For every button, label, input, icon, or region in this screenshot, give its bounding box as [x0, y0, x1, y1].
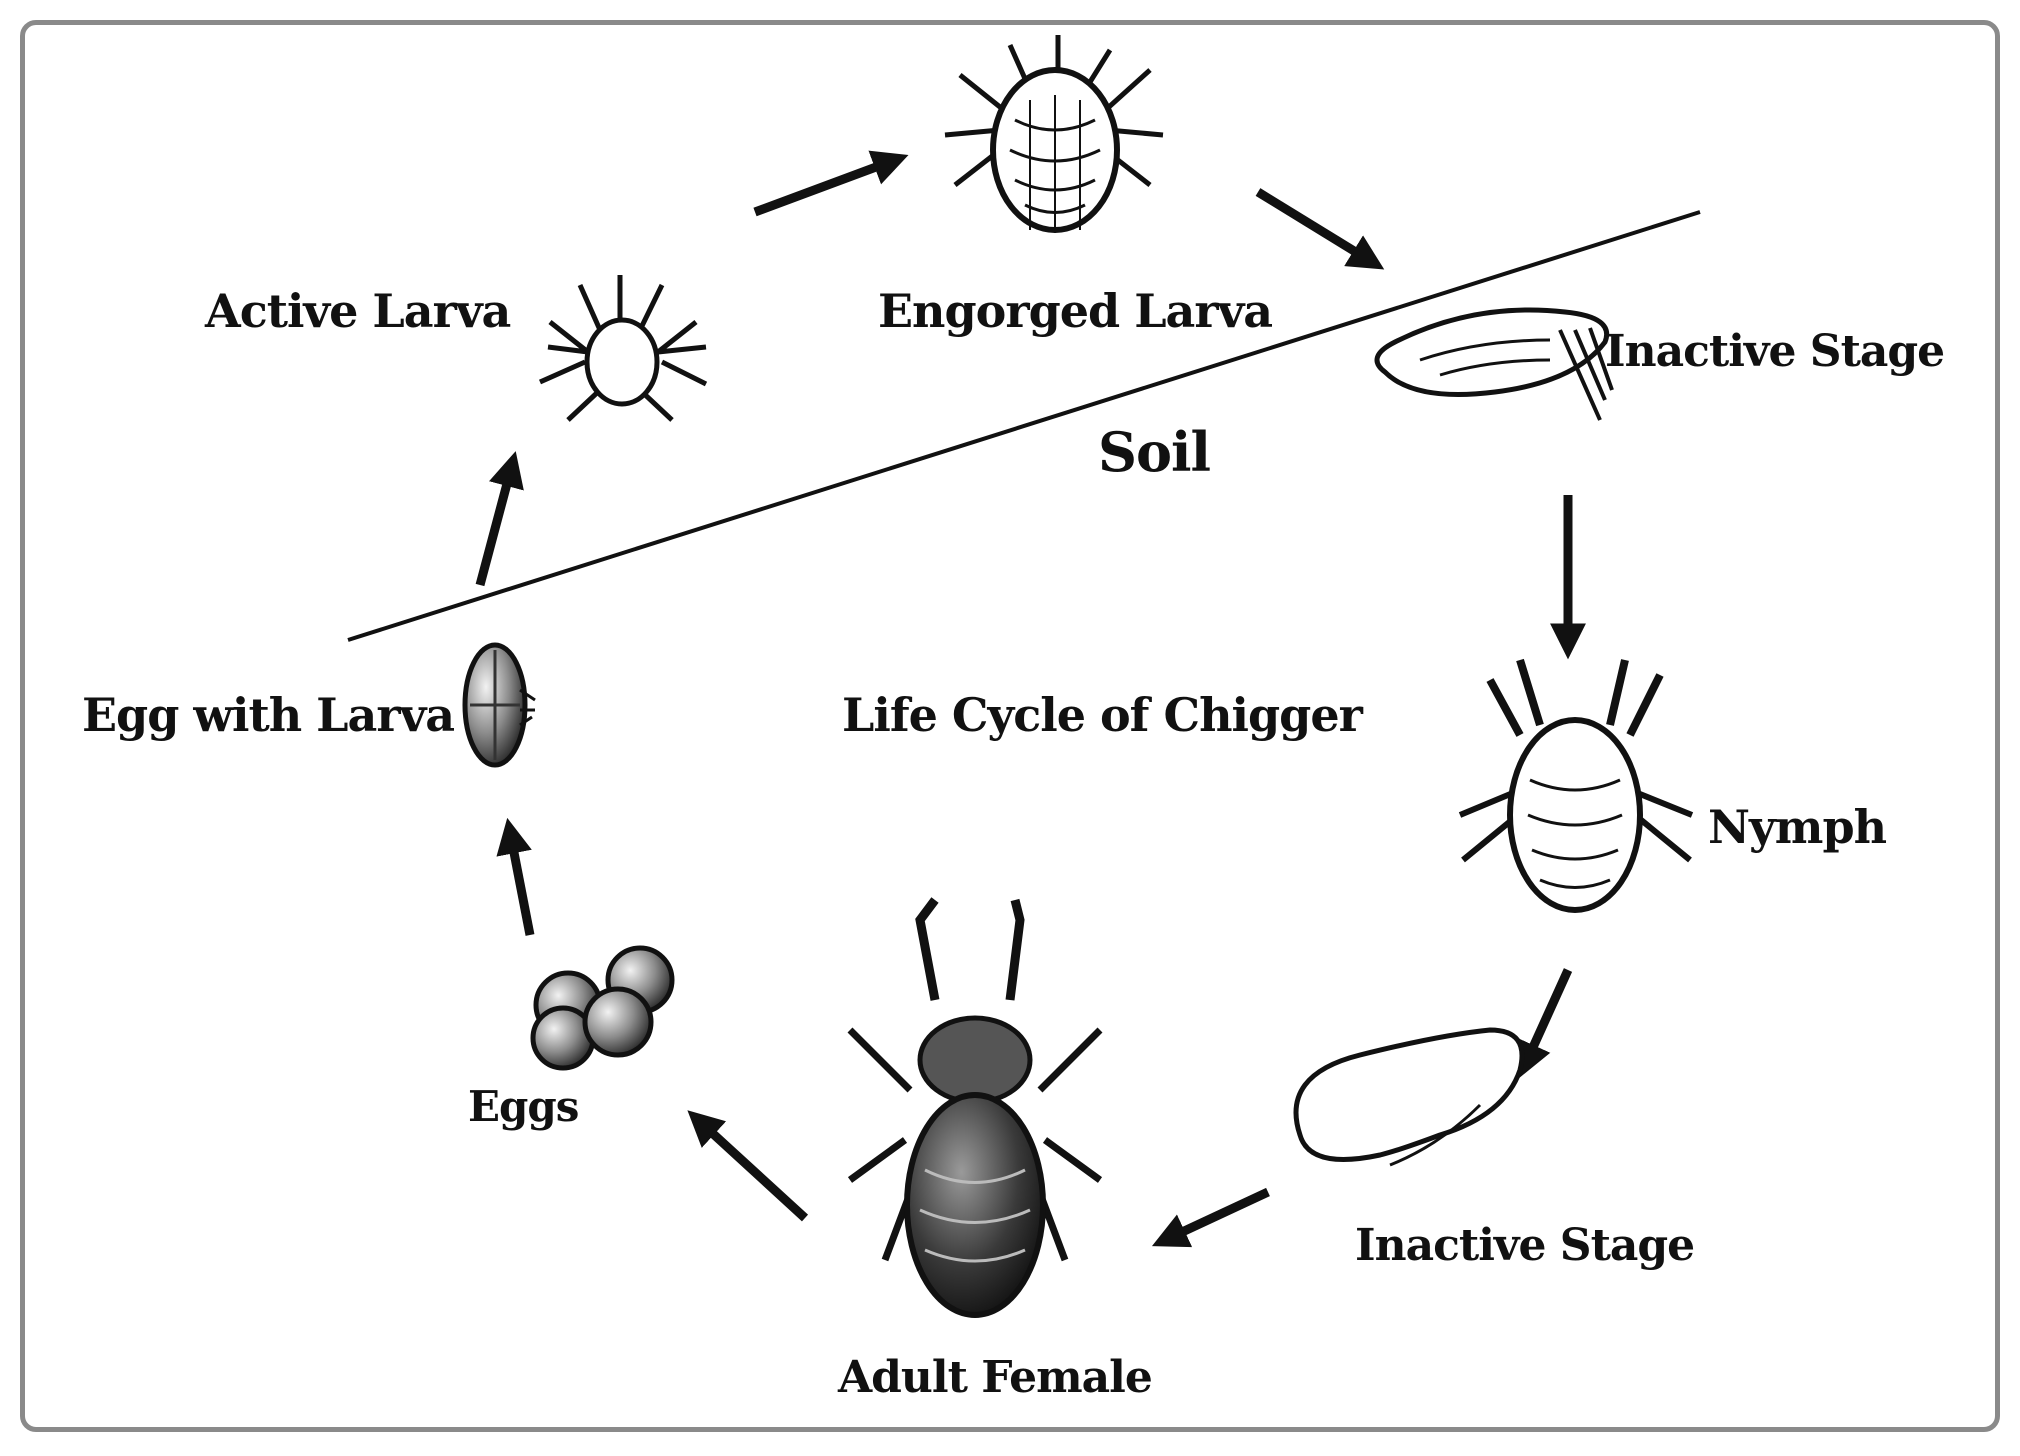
label-engorged-larva: Engorged Larva	[878, 284, 1273, 338]
label-active-larva: Active Larva	[205, 284, 511, 338]
arrow-egglarva-to-active	[475, 451, 524, 587]
label-nymph: Nymph	[1708, 800, 1887, 854]
engorged-larva-illustration	[944, 35, 1164, 233]
diagram-title: Life Cycle of Chigger	[842, 688, 1363, 742]
arrow-nymph-to-inactive	[1517, 968, 1573, 1079]
active-larva-illustration	[538, 275, 708, 422]
eggs-illustration	[530, 945, 675, 1071]
soil-line	[347, 210, 1701, 642]
arrow-adult-to-eggs	[687, 1110, 809, 1222]
arrow-active-to-engorged	[753, 150, 909, 217]
label-soil: Soil	[1098, 420, 1211, 484]
label-eggs: Eggs	[468, 1082, 579, 1131]
inactive-stage-1-illustration	[1374, 307, 1614, 421]
label-egg-with-larva: Egg with Larva	[82, 688, 455, 742]
arrow-eggs-to-egglarva	[496, 817, 535, 936]
label-inactive-stage-top: Inactive Stage	[1605, 326, 1945, 377]
adult-female-illustration	[847, 897, 1103, 1318]
nymph-illustration	[1458, 658, 1694, 913]
arrow-engorged-to-inactive	[1255, 188, 1385, 270]
label-inactive-stage-bottom: Inactive Stage	[1355, 1220, 1695, 1271]
arrow-inactive-to-adult	[1151, 1187, 1270, 1248]
inactive-stage-2-illustration	[1293, 1027, 1525, 1167]
cycle-arrows	[475, 150, 1586, 1248]
egg-with-larva-illustration	[462, 642, 536, 768]
label-adult-female: Adult Female	[838, 1352, 1153, 1403]
